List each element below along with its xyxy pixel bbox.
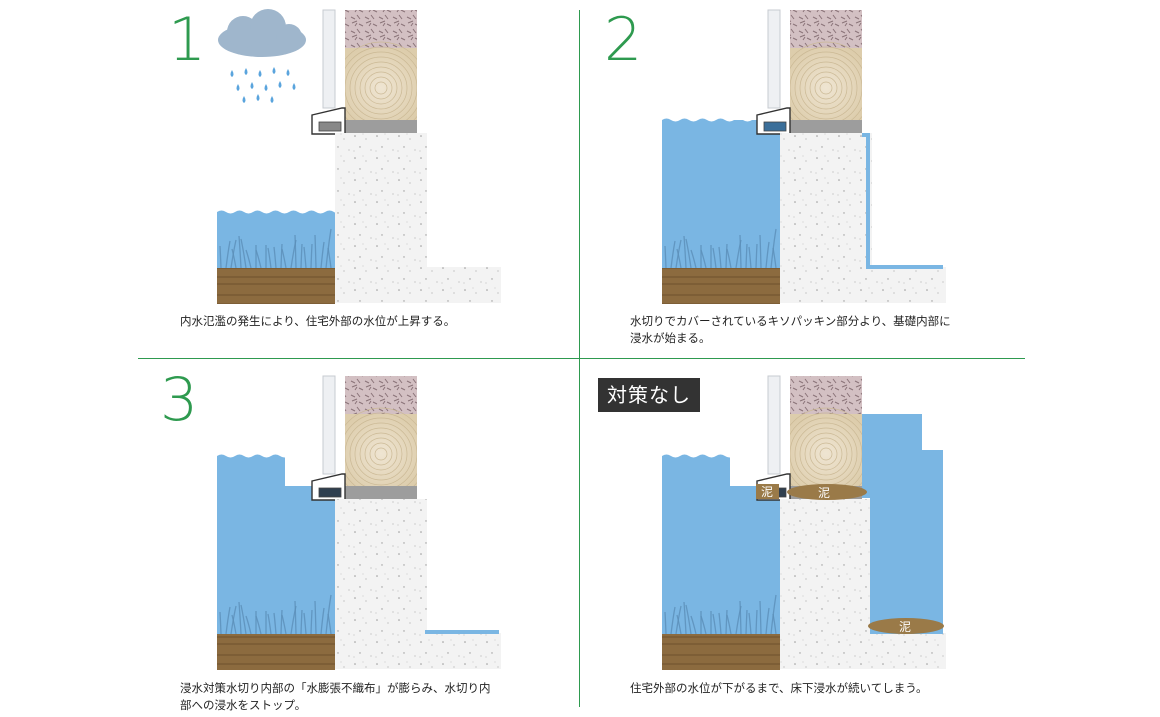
mud-deposit-flashing: 泥 (756, 484, 779, 499)
mud-deposit-sill: 泥 (787, 484, 867, 500)
siding-panel (767, 9, 781, 109)
caption-2: 水切りでカバーされているキソパッキン部分より、基礎内部に 浸水が始まる。 (630, 313, 951, 347)
caption-2-line-2: 浸水が始まる。 (630, 331, 711, 345)
soil-layer (217, 268, 335, 304)
step-number-2: 2 (604, 5, 643, 75)
soil-layer (662, 268, 780, 304)
caption-3: 浸水対策水切り内部の「水膨張不織布」が膨らみ、水切り内 部への浸水をストップ。 (180, 680, 491, 714)
mud-deposit-floor: 泥 (868, 618, 944, 634)
caption-1-line-1: 内水氾濫の発生により、住宅外部の水位が上昇する。 (180, 314, 456, 328)
concrete-foundation (780, 133, 946, 303)
foundation-packing (345, 486, 417, 499)
siding-panel (322, 375, 336, 475)
house-wall (730, 9, 946, 303)
flood-water (217, 454, 337, 634)
underfloor-water-lower (870, 498, 943, 634)
house-wall (285, 9, 501, 303)
no-countermeasure-badge: 対策なし (598, 378, 700, 412)
grass-icon (219, 228, 332, 269)
gasket (318, 487, 342, 498)
grass-icon (664, 594, 777, 635)
flood-water (662, 118, 782, 268)
siding-panel (322, 9, 336, 109)
caption-3-line-1: 浸水対策水切り内部の「水膨張不織布」が膨らみ、水切り内 (180, 681, 491, 695)
mud-label-1: 泥 (761, 485, 773, 499)
soil-layer (217, 634, 335, 670)
horizontal-divider (138, 358, 1025, 359)
grass-icon (664, 228, 777, 269)
rain-drops-icon (230, 67, 296, 103)
house-wall (285, 375, 501, 669)
concrete-foundation (335, 133, 501, 303)
caption-3-line-2: 部への浸水をストップ。 (180, 698, 307, 712)
caption-4: 住宅外部の水位が下がるまで、床下浸水が続いてしまう。 (630, 680, 928, 697)
residual-water-film (425, 630, 499, 634)
caption-1: 内水氾濫の発生により、住宅外部の水位が上昇する。 (180, 313, 455, 330)
caption-2-line-1: 水切りでカバーされているキソパッキン部分より、基礎内部に (630, 314, 951, 328)
concrete-foundation (335, 499, 501, 669)
foundation-packing (790, 120, 862, 133)
mud-label-3: 泥 (899, 620, 911, 634)
siding-panel (767, 375, 781, 475)
caption-4-line-1: 住宅外部の水位が下がるまで、床下浸水が続いてしまう。 (630, 681, 928, 695)
gasket (318, 121, 342, 132)
soil-layer (662, 634, 780, 670)
concrete-foundation (780, 499, 946, 669)
step-number-3: 3 (160, 365, 199, 435)
foundation-packing (345, 120, 417, 133)
flood-water (662, 454, 782, 634)
gasket (763, 121, 787, 132)
rain-cloud-icon (218, 9, 306, 57)
grass-icon (219, 594, 332, 635)
step-number-1: 1 (168, 5, 207, 75)
mud-label-2: 泥 (818, 486, 830, 500)
